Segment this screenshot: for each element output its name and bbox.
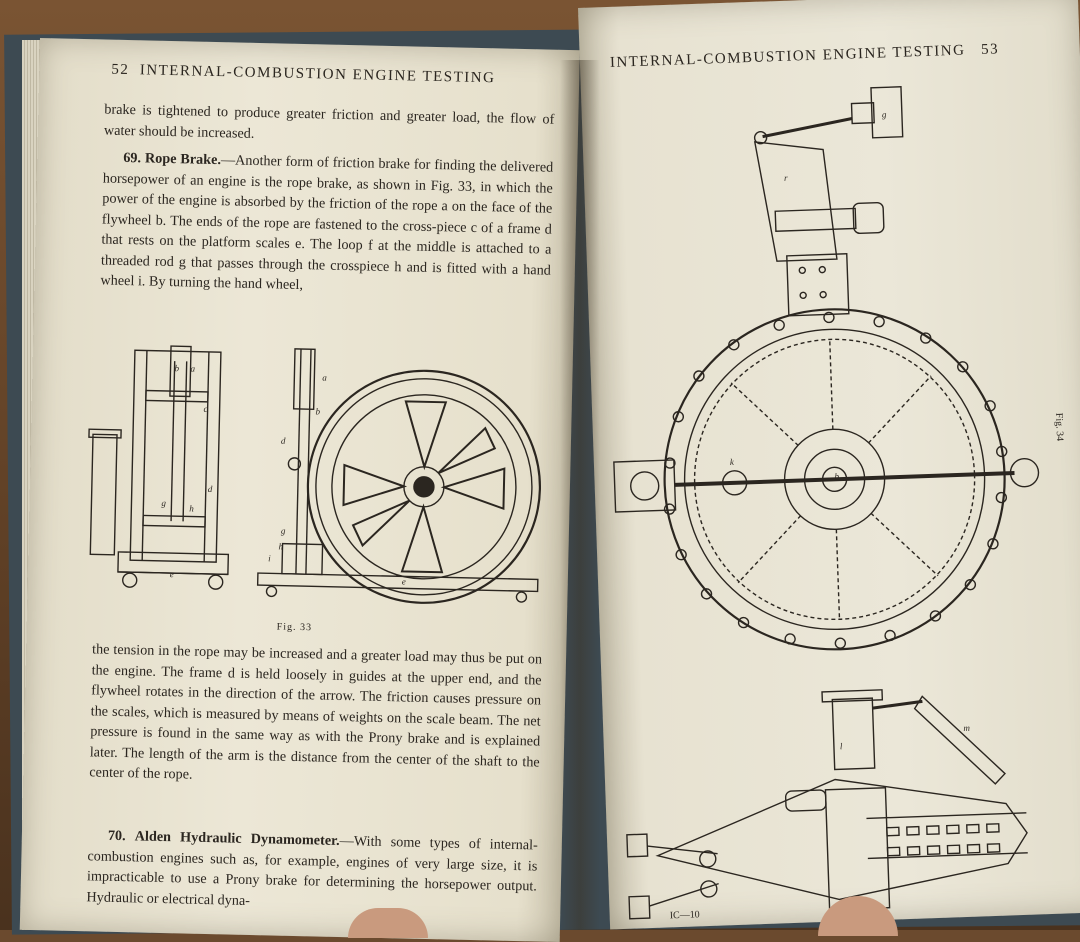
section-69-number: 69. [123, 149, 142, 167]
column-pedestal [89, 433, 118, 556]
svg-text:m: m [963, 723, 970, 733]
svg-text:d: d [208, 484, 213, 494]
book-gutter [560, 60, 600, 930]
left-page: 52 INTERNAL-COMBUSTION ENGINE TESTING br… [19, 38, 580, 942]
section-69-title: Rope Brake. [144, 150, 222, 169]
svg-text:b: b [174, 363, 179, 373]
svg-text:d: d [281, 436, 286, 446]
svg-text:k: k [730, 457, 735, 467]
svg-text:b: b [834, 471, 839, 481]
svg-text:i: i [268, 553, 271, 563]
svg-text:r: r [784, 173, 788, 183]
svg-text:a: a [190, 364, 195, 374]
svg-text:e: e [170, 569, 174, 579]
figure-34-caption: Fig. 34 [1052, 412, 1065, 442]
svg-text:b: b [315, 406, 320, 416]
section-70-title: Alden Hydraulic Dynamometer. [134, 828, 340, 850]
svg-text:h: h [189, 504, 194, 514]
base-platform [256, 572, 539, 593]
svg-text:h: h [278, 542, 283, 552]
bolt-ring [663, 311, 1008, 649]
figure-34-dynamometer: g r m l k b [613, 86, 1040, 920]
gauge-top [870, 86, 904, 139]
svg-text:e: e [402, 576, 406, 586]
svg-text:a: a [322, 372, 327, 382]
figure-33-caption: Fig. 33 [276, 621, 313, 634]
section-70-number: 70. [107, 827, 126, 845]
section-70: 70. Alden Hydraulic Dynamometer.—With so… [86, 825, 538, 917]
left-running-head: 52 INTERNAL-COMBUSTION ENGINE TESTING [111, 62, 495, 88]
svg-text:g: g [882, 109, 887, 119]
paragraph-top: brake is tightened to produce greater fr… [104, 99, 555, 150]
section-69: 69. Rope Brake.—Another form of friction… [100, 147, 553, 301]
paragraph-after-figure-text: the tension in the rope may be increased… [89, 641, 543, 783]
svg-text:c: c [204, 404, 208, 414]
section-69-text: —Another form of friction brake for find… [100, 152, 554, 294]
svg-text:g: g [281, 526, 286, 536]
paragraph-after-figure: the tension in the rope may be increased… [89, 639, 542, 793]
paragraph-continuation: brake is tightened to produce greater fr… [103, 101, 555, 142]
signature-mark: IC—10 [669, 909, 700, 922]
left-page-number: 52 [111, 61, 130, 79]
svg-text:g: g [161, 498, 166, 508]
left-running-head-text: INTERNAL-COMBUSTION ENGINE TESTING [139, 62, 496, 87]
right-page: INTERNAL-COMBUSTION ENGINE TESTING 53 [578, 0, 1080, 930]
svg-text:l: l [840, 741, 843, 751]
frame-d [129, 349, 222, 563]
